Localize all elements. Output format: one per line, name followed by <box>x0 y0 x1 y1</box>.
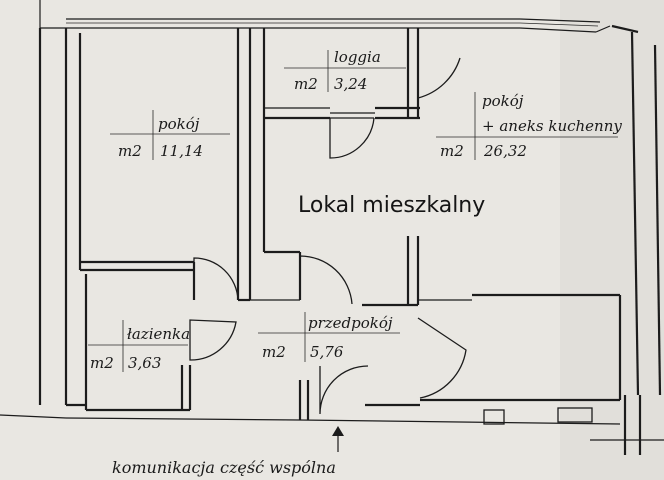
lazienka-unit: m2 <box>90 354 114 372</box>
lazienka-area: 3,63 <box>128 354 161 372</box>
pokoj-unit: m2 <box>118 142 142 160</box>
door-swings <box>189 36 467 415</box>
right-outer-wall <box>595 24 662 396</box>
plan-title: Lokal mieszkalny <box>298 193 485 218</box>
pokoj-aneks-area: 26,32 <box>483 142 527 160</box>
bottom-notches <box>483 395 664 455</box>
bathroom-walls <box>84 274 192 412</box>
label-dividers <box>88 50 618 372</box>
left-outer-wall <box>38 0 68 405</box>
pokoj-aneks-name2: + aneks kuchenny <box>482 117 622 135</box>
loggia-name: loggia <box>334 48 381 66</box>
bottom-walls <box>0 380 621 425</box>
lazienka-name: łazienka <box>127 325 190 343</box>
top-window-wall <box>66 18 601 33</box>
central-wall <box>236 28 302 302</box>
pokoj-aneks-unit: m2 <box>440 142 464 160</box>
entrance-arrow-icon <box>332 426 344 452</box>
przedpokoj-unit: m2 <box>262 343 286 361</box>
przedpokoj-area: 5,76 <box>310 343 344 361</box>
pokoj-aneks-name: pokój <box>482 92 524 110</box>
loggia-area: 3,24 <box>334 75 367 93</box>
footer-label: komunikacja część wspólna <box>112 458 336 477</box>
hall-walls <box>362 236 622 400</box>
pokoj-name: pokój <box>158 115 200 133</box>
przedpokoj-name: przedpokój <box>308 314 393 332</box>
pokoj-area: 11,14 <box>160 142 203 160</box>
loggia-unit: m2 <box>294 75 318 93</box>
